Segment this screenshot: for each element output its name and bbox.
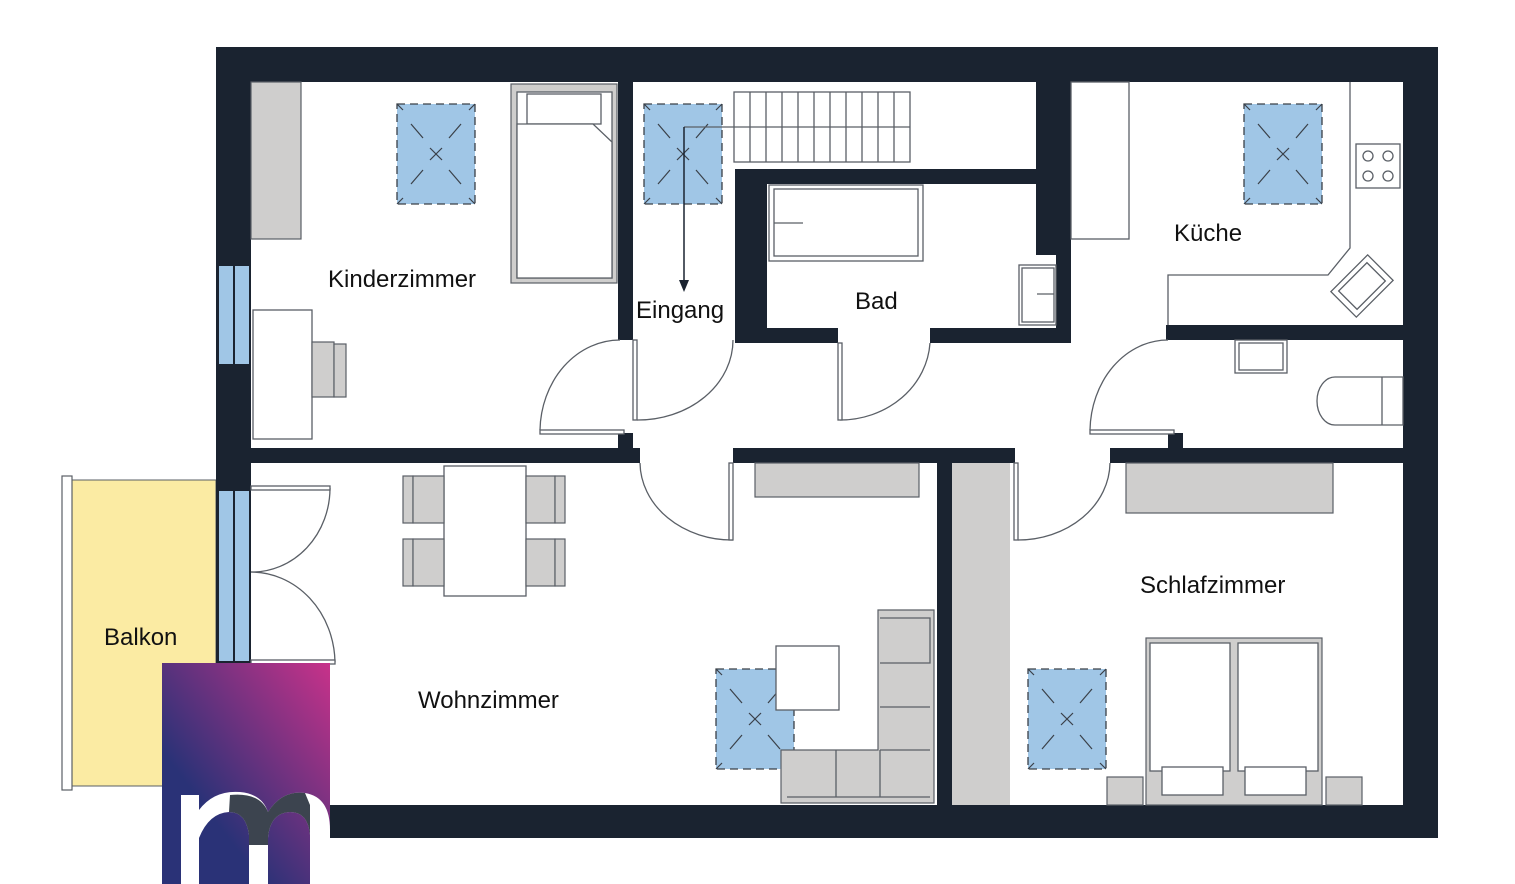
kueche-furniture bbox=[1070, 81, 1404, 426]
windows bbox=[217, 264, 251, 663]
skylight-icon bbox=[1027, 668, 1107, 770]
schlafzimmer-furniture bbox=[1106, 462, 1363, 806]
wohnzimmer-furniture bbox=[402, 462, 935, 804]
room-label-schlafzimmer: Schlafzimmer bbox=[1140, 572, 1285, 599]
arrow-down-icon bbox=[679, 280, 689, 292]
skylight-icon bbox=[1243, 103, 1323, 205]
brand-logo bbox=[162, 663, 330, 884]
room-label-wohnzimmer: Wohnzimmer bbox=[418, 687, 559, 714]
room-label-bad: Bad bbox=[855, 288, 898, 315]
skylight-icon bbox=[396, 103, 476, 205]
balcony bbox=[61, 475, 217, 791]
bad-furniture bbox=[768, 184, 1057, 326]
corridor-strip bbox=[952, 463, 1010, 805]
skylight-icon bbox=[643, 103, 723, 205]
room-label-kueche: Küche bbox=[1174, 220, 1242, 247]
doors bbox=[250, 339, 1175, 665]
staircase bbox=[679, 91, 911, 292]
room-label-eingang: Eingang bbox=[636, 297, 724, 324]
kinderzimmer-furniture bbox=[250, 81, 618, 440]
room-label-kinderzimmer: Kinderzimmer bbox=[328, 266, 476, 293]
room-label-balkon: Balkon bbox=[104, 624, 177, 651]
